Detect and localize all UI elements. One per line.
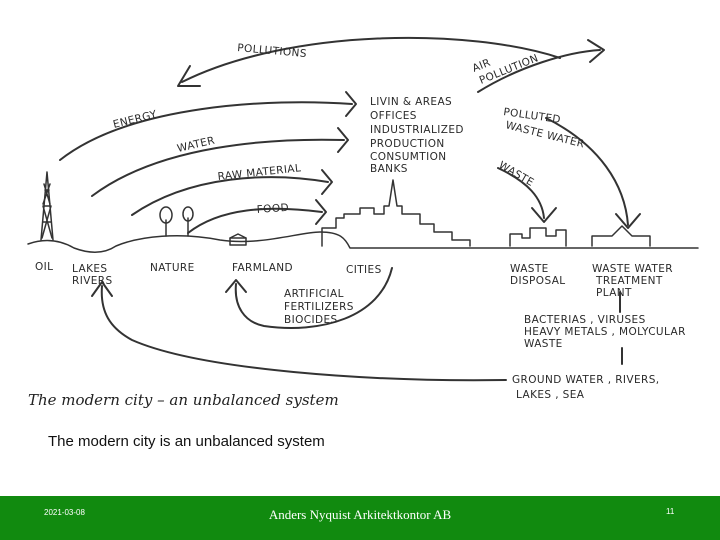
waste-disposal-label-2: DISPOSAL	[510, 275, 566, 287]
contaminants-label-3: WASTE	[524, 338, 563, 350]
slide-caption: The modern city is an unbalanced system	[48, 433, 325, 450]
air-pollution-arrow	[477, 49, 601, 93]
contaminants-label-1: BACTERIAS , VIRUSES	[524, 314, 646, 326]
fertilizers-label-2: FERTILIZERS	[284, 301, 354, 313]
return-arrowhead	[91, 281, 113, 297]
treatment-plant-buildings	[591, 225, 651, 247]
city-function-living-areas: LIVIN & AREAS	[370, 96, 452, 108]
trees	[159, 206, 194, 237]
waste-disposal-buildings	[509, 227, 567, 247]
fertilizers-label-1: ARTIFICIAL	[284, 288, 344, 300]
footer-bar: 2021-03-08 Anders Nyquist Arkitektkontor…	[0, 496, 720, 540]
oil-tower	[40, 171, 54, 241]
oil-label: OIL	[35, 261, 53, 273]
footer-company: Anders Nyquist Arkitektkontor AB	[268, 507, 452, 522]
water-arrow	[91, 138, 345, 197]
landscape-line	[27, 231, 699, 253]
city-function-consumtion: CONSUMTION	[370, 151, 447, 163]
city-function-offices: OFFICES	[370, 110, 417, 122]
food-label: FOOD	[256, 202, 289, 216]
lakes-label: LAKES	[72, 263, 107, 275]
contaminants-label-2: HEAVY METALS , MOLYCULAR	[524, 326, 686, 338]
waste-label: WASTE	[497, 159, 537, 189]
unbalanced-city-sketch: POLLUTIONS ENERGY WATER RAW MATERIAL FOO…	[27, 36, 699, 409]
farmland-label: FARMLAND	[232, 262, 293, 274]
pollutions-arrow	[181, 36, 561, 83]
waste-disposal-label-1: WASTE	[510, 263, 549, 275]
return-arrow	[100, 285, 507, 382]
fertilizers-label-3: BIOCIDES	[284, 314, 338, 326]
fertilizer-arrow	[234, 267, 393, 329]
rivers-label: RIVERS	[72, 275, 113, 287]
water-arrowhead	[337, 127, 349, 153]
cities-label: CITIES	[346, 264, 382, 276]
air-pollution-arrowhead	[587, 39, 605, 63]
raw-material-arrow	[131, 176, 329, 216]
raw-material-label: RAW MATERIAL	[217, 162, 302, 183]
energy-label: ENERGY	[112, 108, 159, 131]
energy-arrow	[59, 101, 353, 161]
food-arrowhead	[315, 199, 327, 225]
raw-material-arrowhead	[321, 169, 333, 195]
city-function-industrialized: INDUSTRIALIZED	[370, 124, 464, 136]
water-bodies-label-2: LAKES , SEA	[516, 389, 585, 401]
sketch-caption: The modern city – an unbalanced system	[28, 391, 339, 409]
treatment-plant-label-2: TREATMENT	[595, 275, 663, 287]
city-function-banks: BANKS	[370, 163, 408, 175]
treatment-plant-label-1: WASTE WATER	[592, 263, 673, 275]
energy-arrowhead	[345, 91, 357, 117]
city-function-production: PRODUCTION	[370, 138, 445, 150]
waste-arrowhead	[531, 207, 557, 223]
city-skyline	[321, 179, 471, 247]
nature-label: NATURE	[150, 262, 195, 274]
pollutions-arrowhead	[177, 65, 201, 87]
waste-water-label: WASTE WATER	[504, 119, 585, 150]
polluted-waste-water-arrowhead	[615, 213, 641, 229]
farm	[229, 233, 247, 246]
waste-arrow	[497, 167, 545, 219]
page-number: 11	[666, 507, 675, 516]
treatment-plant-label-3: PLANT	[596, 287, 632, 299]
water-bodies-label-1: GROUND WATER , RIVERS,	[512, 374, 660, 386]
polluted-waste-water-arrow	[545, 117, 629, 226]
food-arrow	[187, 207, 323, 234]
footer-date: 2021-03-08	[44, 508, 85, 517]
fertilizer-arrowhead	[225, 279, 247, 293]
